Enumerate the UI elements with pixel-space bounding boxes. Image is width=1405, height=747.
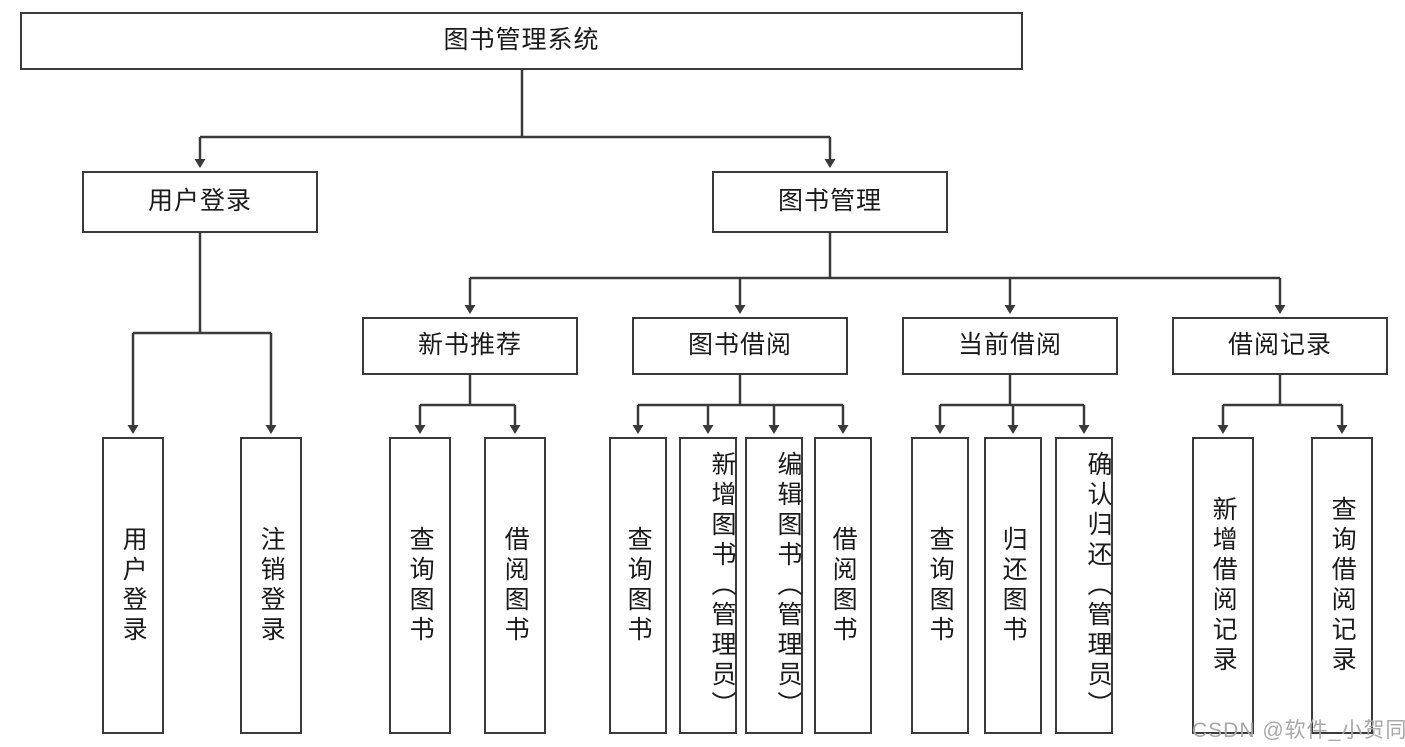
node-leaf-return-book-label: 归还图书 [999,525,1028,646]
node-leaf-query-borrow-record-label: 查询借阅记录 [1328,495,1357,676]
node-book-manage[interactable]: 图书管理 [712,171,948,233]
node-current-borrow[interactable]: 当前借阅 [902,317,1118,375]
node-leaf-confirm-return-admin[interactable]: 确认归还（管理员） [1055,437,1113,734]
node-new-book-recommend-label: 新书推荐 [417,331,522,360]
node-leaf-add-book-admin[interactable]: 新增图书（管理员） [679,437,737,734]
node-leaf-borrow-book-recommend[interactable]: 借阅图书 [484,437,546,734]
node-leaf-add-borrow-record-label: 新增借阅记录 [1209,495,1238,676]
node-book-borrow-label: 图书借阅 [687,331,792,360]
node-leaf-borrow-book-label: 借阅图书 [829,525,858,646]
node-leaf-add-book-admin-label: 新增图书（管理员） [708,450,736,721]
node-leaf-edit-book-admin[interactable]: 编辑图书（管理员） [745,437,803,734]
node-leaf-query-book-borrow-label: 查询图书 [624,525,653,646]
node-leaf-query-book-recommend[interactable]: 查询图书 [389,437,451,734]
node-leaf-logout-login-label: 注销登录 [257,525,286,646]
node-leaf-query-book-recommend-label: 查询图书 [406,525,435,646]
node-leaf-query-book-current[interactable]: 查询图书 [911,437,969,734]
node-borrow-record[interactable]: 借阅记录 [1172,317,1388,375]
node-leaf-borrow-book-recommend-label: 借阅图书 [501,525,530,646]
node-root[interactable]: 图书管理系统 [20,12,1023,70]
node-current-borrow-label: 当前借阅 [957,331,1062,360]
node-leaf-logout-login[interactable]: 注销登录 [240,437,302,734]
node-leaf-confirm-return-admin-label: 确认归还（管理员） [1084,450,1112,721]
node-leaf-edit-book-admin-label: 编辑图书（管理员） [774,450,802,721]
node-user-login[interactable]: 用户登录 [82,171,318,233]
node-leaf-query-book-borrow[interactable]: 查询图书 [609,437,667,734]
node-leaf-query-book-current-label: 查询图书 [926,525,955,646]
node-book-manage-label: 图书管理 [777,187,882,216]
node-user-login-label: 用户登录 [147,187,252,216]
node-leaf-return-book[interactable]: 归还图书 [984,437,1042,734]
node-leaf-user-login[interactable]: 用户登录 [102,437,164,734]
node-leaf-user-login-label: 用户登录 [119,525,148,646]
node-leaf-borrow-book[interactable]: 借阅图书 [814,437,872,734]
node-leaf-query-borrow-record[interactable]: 查询借阅记录 [1311,437,1373,734]
node-new-book-recommend[interactable]: 新书推荐 [362,317,578,375]
node-leaf-add-borrow-record[interactable]: 新增借阅记录 [1192,437,1254,734]
node-root-label: 图书管理系统 [443,26,600,55]
node-book-borrow[interactable]: 图书借阅 [632,317,848,375]
node-borrow-record-label: 借阅记录 [1227,331,1332,360]
